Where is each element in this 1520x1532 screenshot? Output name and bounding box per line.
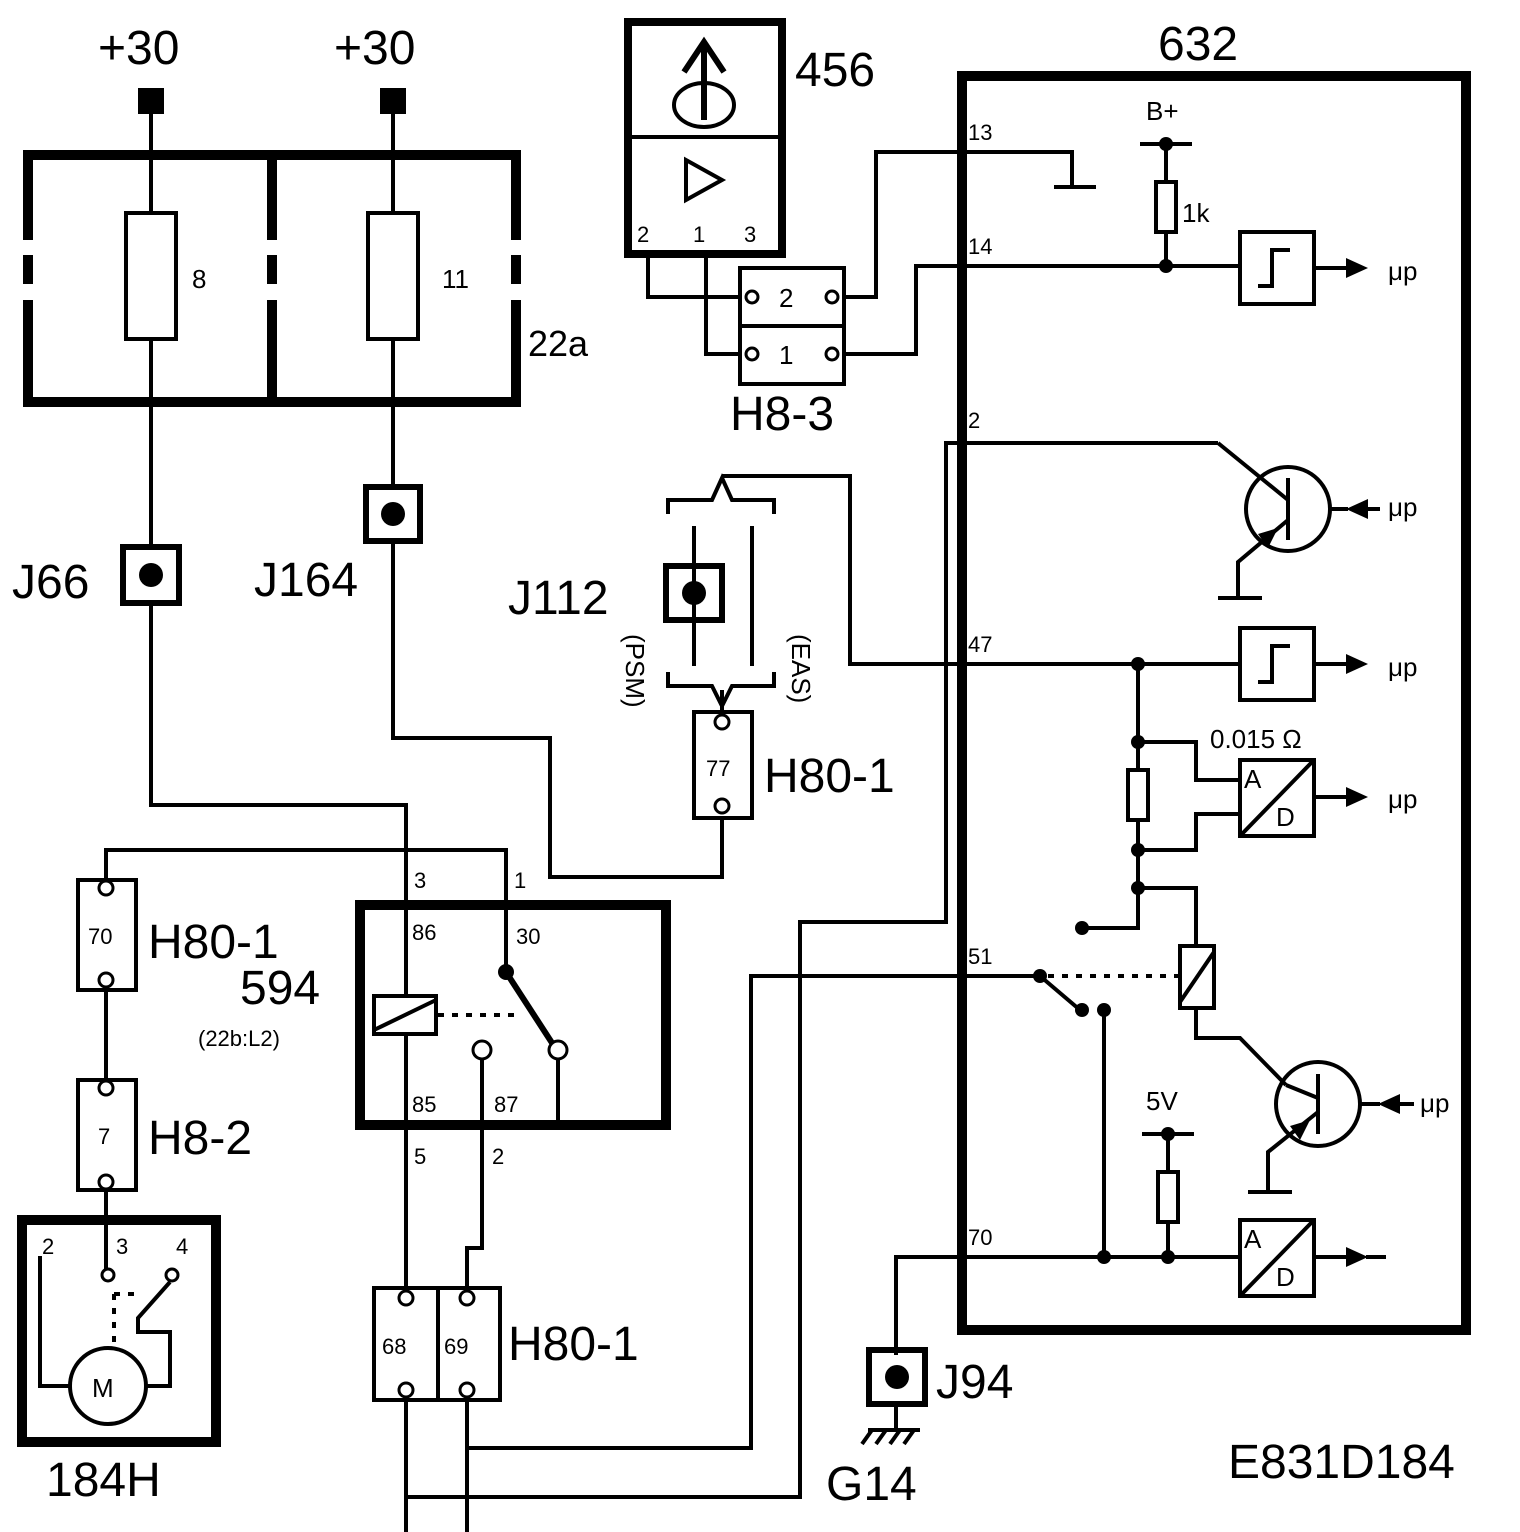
sensor-pin-3: 3 xyxy=(744,222,756,247)
conn-7-label: 7 xyxy=(98,1124,110,1149)
module-632: 632 13 14 2 47 51 70 B+ 1k μp μp xyxy=(957,18,1471,1335)
connector-h8-3: 2 1 H8-3 xyxy=(730,266,846,441)
junction-j66: J66 xyxy=(12,544,182,609)
motor-184h: 2 3 4 M 184H xyxy=(17,1215,221,1507)
relay-594: 3 1 86 30 85 87 5 2 594 (22b:L2) xyxy=(198,868,671,1169)
up-3: μp xyxy=(1388,652,1417,682)
relay-pin-1: 1 xyxy=(514,868,526,893)
h8-3-pin-1: 1 xyxy=(779,340,793,370)
sensor-pin-1: 1 xyxy=(693,222,705,247)
relay-pin-5: 5 xyxy=(414,1144,426,1169)
supply-label-right: +30 xyxy=(334,22,415,75)
fusebox-label: 22a xyxy=(528,323,589,364)
motor-pin-3: 3 xyxy=(116,1234,128,1259)
v5-label: 5V xyxy=(1146,1086,1178,1116)
supply-plus30-right: +30 xyxy=(334,22,415,114)
fusebox-22a: 22a xyxy=(23,150,589,407)
pin-13: 13 xyxy=(968,120,992,145)
module-632-label: 632 xyxy=(1158,18,1238,71)
r-1k-label: 1k xyxy=(1182,198,1210,228)
junction-j112: J112 (PSM) (EAS) xyxy=(508,473,816,711)
ad1-d: D xyxy=(1276,802,1295,832)
relay-87: 87 xyxy=(494,1092,518,1117)
j112-label: J112 xyxy=(508,572,609,625)
j164-label: J164 xyxy=(254,554,358,607)
ad2-d: D xyxy=(1276,1262,1295,1292)
up-5: μp xyxy=(1420,1088,1449,1118)
motor-184h-label: 184H xyxy=(46,1454,161,1507)
diagram-code: E831D184 xyxy=(1228,1436,1455,1489)
connector-h8-2: 7 H8-2 xyxy=(76,1078,252,1192)
wiring-68-69-fix xyxy=(404,1125,469,1288)
motor-m: M xyxy=(92,1373,114,1403)
pin-51: 51 xyxy=(968,944,992,969)
g14-label: G14 xyxy=(826,1458,917,1511)
up-2: μp xyxy=(1388,492,1417,522)
relay-85: 85 xyxy=(412,1092,436,1117)
pin-2: 2 xyxy=(968,408,980,433)
junction-j164: J164 xyxy=(254,484,423,607)
relay-ref: (22b:L2) xyxy=(198,1026,280,1051)
connector-h80-6869: 68 69 H80-1 xyxy=(372,1286,639,1402)
h80-6869-label: H80-1 xyxy=(508,1318,639,1371)
conn-70-label: 70 xyxy=(88,924,112,949)
j94-label: J94 xyxy=(936,1356,1013,1409)
h80-77-label: H80-1 xyxy=(764,750,895,803)
ad2-a: A xyxy=(1244,1224,1262,1254)
up-1: μp xyxy=(1388,256,1417,286)
junction-j94: J94 G14 xyxy=(826,1347,1013,1511)
pin-14: 14 xyxy=(968,234,992,259)
relay-pin-2: 2 xyxy=(492,1144,504,1169)
connector-h80-70: 70 H80-1 xyxy=(76,878,279,992)
eas-label: (EAS) xyxy=(786,634,816,703)
h8-3-pin-2: 2 xyxy=(779,283,793,313)
h80-70-label: H80-1 xyxy=(148,916,279,969)
shunt-label: 0.015 Ω xyxy=(1210,724,1302,754)
supply-label-left: +30 xyxy=(98,22,179,75)
up-4: μp xyxy=(1388,784,1417,814)
conn-69-label: 69 xyxy=(444,1334,468,1359)
relay-30: 30 xyxy=(516,924,540,949)
sensor-456-label: 456 xyxy=(795,44,875,97)
sensor-pin-2: 2 xyxy=(637,222,649,247)
conn-77-label: 77 xyxy=(706,756,730,781)
sensor-456: 2 1 3 456 xyxy=(624,18,875,258)
motor-pin-4: 4 xyxy=(176,1234,188,1259)
pin-47: 47 xyxy=(968,632,992,657)
conn-68-label: 68 xyxy=(382,1334,406,1359)
fuse-11: 11 xyxy=(366,211,469,341)
relay-86: 86 xyxy=(412,920,436,945)
ad1-a: A xyxy=(1244,764,1262,794)
pin-70: 70 xyxy=(968,1225,992,1250)
supply-plus30-left: +30 xyxy=(98,22,179,114)
relay-pin-3: 3 xyxy=(414,868,426,893)
connector-h80-77: 77 H80-1 xyxy=(692,710,895,820)
psm-label: (PSM) xyxy=(620,634,650,708)
motor-pin-2: 2 xyxy=(42,1234,54,1259)
h8-2-label: H8-2 xyxy=(148,1112,252,1165)
fuse-8-label: 8 xyxy=(192,264,206,294)
fuse-8: 8 xyxy=(124,211,206,341)
relay-594-label: 594 xyxy=(240,962,320,1015)
b-plus-label: B+ xyxy=(1146,96,1179,126)
h8-3-label: H8-3 xyxy=(730,388,834,441)
wiring xyxy=(104,114,1240,1532)
j66-label: J66 xyxy=(12,556,89,609)
fuse-11-label: 11 xyxy=(442,264,469,294)
